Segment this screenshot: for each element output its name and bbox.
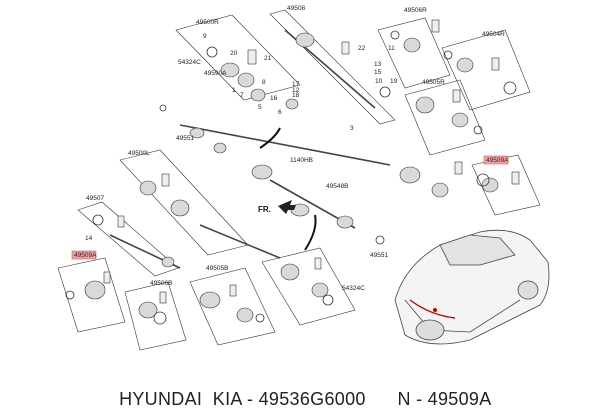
box-49508 <box>269 9 396 125</box>
callout-22: 22 <box>358 45 366 52</box>
callout-19: 19 <box>390 78 398 85</box>
callout-9: 9 <box>203 33 207 40</box>
callout-20: 20 <box>230 50 238 57</box>
box-49505R <box>404 79 486 156</box>
shaft-right <box>179 124 391 166</box>
callout-3: 3 <box>350 125 354 132</box>
fr-arrow: FR. <box>258 200 296 214</box>
callout-15: 15 <box>374 69 382 76</box>
label-49505R: 49505R <box>422 79 445 86</box>
label-49504R: 49504R <box>482 31 505 38</box>
callout-1: 1 <box>232 87 236 94</box>
part-info-footer: HYUNDAI KIA - 49536G6000 N - 49509A <box>0 368 600 409</box>
box-49506R <box>377 17 451 89</box>
label-49507: 49507 <box>86 195 104 202</box>
callout-6: 6 <box>278 109 282 116</box>
part-number-callouts: 1 3 5 6 7 8 9 10 11 12 13 14 15 16 17 18… <box>85 33 398 242</box>
car-illustration <box>394 229 550 345</box>
label-49500R: 49500R <box>196 19 219 26</box>
callout-11: 11 <box>388 45 395 52</box>
highlight-49509A-left <box>71 250 97 260</box>
box-49506B <box>124 281 187 351</box>
callout-13: 13 <box>374 61 382 68</box>
leader-curve-upper <box>259 127 281 149</box>
box-lower-right <box>261 247 356 326</box>
shaft-left <box>199 224 281 259</box>
callout-12: 12 <box>292 87 300 94</box>
callout-7: 7 <box>240 92 244 99</box>
diagram-canvas: FR. 49500R 49508 49506R 49504R 49505R 49… <box>57 5 550 351</box>
callout-14: 14 <box>85 235 93 242</box>
label-49509A-right: 49509A <box>486 157 509 164</box>
label-49551-top: 49551 <box>176 135 194 142</box>
label-49506B: 49506B <box>150 280 172 287</box>
label-49590A: 49590A <box>204 70 227 77</box>
callout-21: 21 <box>264 55 272 62</box>
box-49504R <box>441 29 531 111</box>
label-54324C-bottom: 54324C <box>342 285 365 292</box>
label-49551-bottom: 49551 <box>370 252 388 259</box>
label-54324C-top: 54324C <box>178 59 201 66</box>
box-49507 <box>77 201 179 277</box>
label-49500L: 49500L <box>128 150 150 157</box>
highlight-49509A-right <box>483 155 509 165</box>
callout-18: 18 <box>292 92 300 99</box>
leader-curve-lower <box>304 214 317 251</box>
svg-text:FR.: FR. <box>258 205 271 214</box>
label-49548B: 49548B <box>326 183 348 190</box>
label-49505B: 49505B <box>206 265 228 272</box>
callout-5: 5 <box>258 104 262 111</box>
label-49506R: 49506R <box>404 7 427 14</box>
callout-16: 16 <box>270 95 278 102</box>
box-49509A-left <box>57 257 126 333</box>
footer-text: HYUNDAI KIA - 49536G6000 N - 49509A <box>119 389 492 409</box>
label-49508: 49508 <box>287 5 305 12</box>
callout-8: 8 <box>262 79 266 86</box>
label-1140HB: 1140HB <box>290 157 313 164</box>
box-49505B <box>189 267 276 346</box>
label-49509A-left: 49509A <box>74 252 97 259</box>
callout-10: 10 <box>375 78 383 85</box>
callout-17: 17 <box>292 81 300 88</box>
box-49500R <box>175 14 301 101</box>
parts-diagram: FR. 49500R 49508 49506R 49504R 49505R 49… <box>0 5 600 409</box>
